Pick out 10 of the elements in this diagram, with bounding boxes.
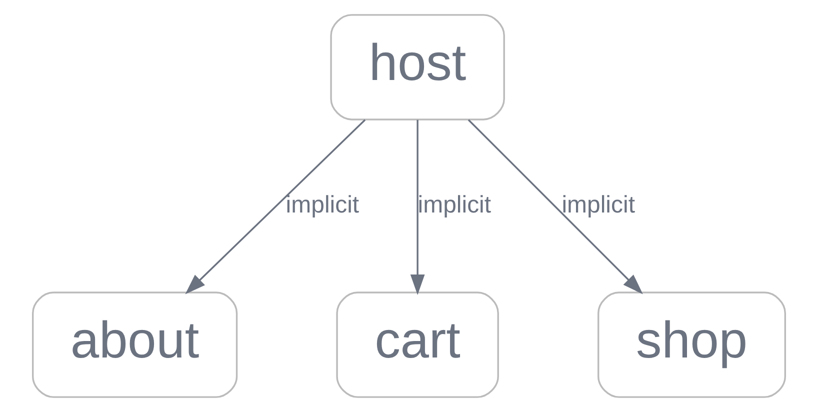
node-box: host	[330, 14, 505, 120]
edge-label: implicit	[418, 191, 492, 218]
node-box: shop	[598, 292, 786, 398]
arrow	[468, 119, 643, 294]
arrow	[410, 120, 425, 296]
node-box: cart	[336, 292, 499, 398]
arrow	[185, 119, 366, 294]
edge-label: implicit	[562, 191, 636, 218]
node-box: about	[32, 292, 238, 398]
edge-label: implicit	[286, 191, 360, 218]
